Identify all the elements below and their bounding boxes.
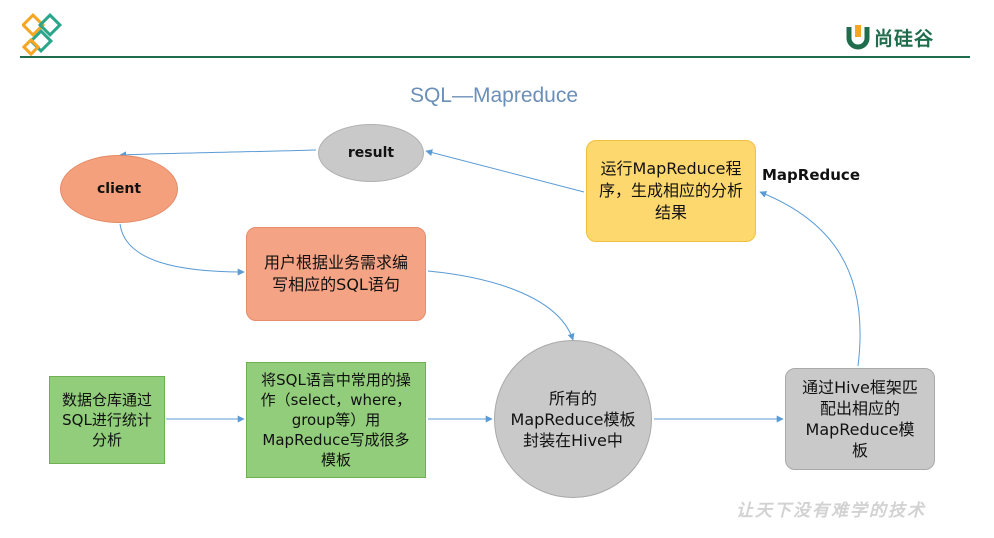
arrow-hive-to-mapreduce — [759, 191, 861, 367]
arrow-result-to-client — [119, 149, 317, 159]
sql-to-template-box: 将SQL语言中常用的操作（select，where，group等）用MapRed… — [246, 362, 426, 478]
brand-logo: 尚硅谷 — [846, 22, 956, 52]
mapreduce-label: MapReduce — [762, 166, 860, 184]
write-sql-box: 用户根据业务需求编写相应的SQL语句 — [246, 227, 426, 321]
hive-match-box: 通过Hive框架匹配出相应的MapReduce模板 — [785, 368, 935, 470]
client-node: client — [60, 155, 178, 223]
arrow-sql-to-template — [427, 270, 575, 341]
diagram-title: SQL—Mapreduce — [409, 84, 579, 107]
header-divider — [20, 56, 970, 58]
result-node: result — [318, 124, 424, 182]
hive-template-circle: 所有的MapReduce模板封装在Hive中 — [494, 340, 652, 498]
arrow-client-to-sql — [119, 223, 245, 276]
slogan: 让天下没有难学的技术 — [736, 501, 926, 521]
brand-u-icon — [846, 25, 870, 50]
data-warehouse-box: 数据仓库通过SQL进行统计分析 — [49, 376, 165, 464]
arrow-run-to-result — [425, 149, 585, 193]
diamond-logo-icon — [22, 12, 63, 57]
brand-name: 尚硅谷 — [874, 28, 935, 50]
run-mapreduce-box: 运行MapReduce程序，生成相应的分析结果 — [586, 140, 756, 242]
